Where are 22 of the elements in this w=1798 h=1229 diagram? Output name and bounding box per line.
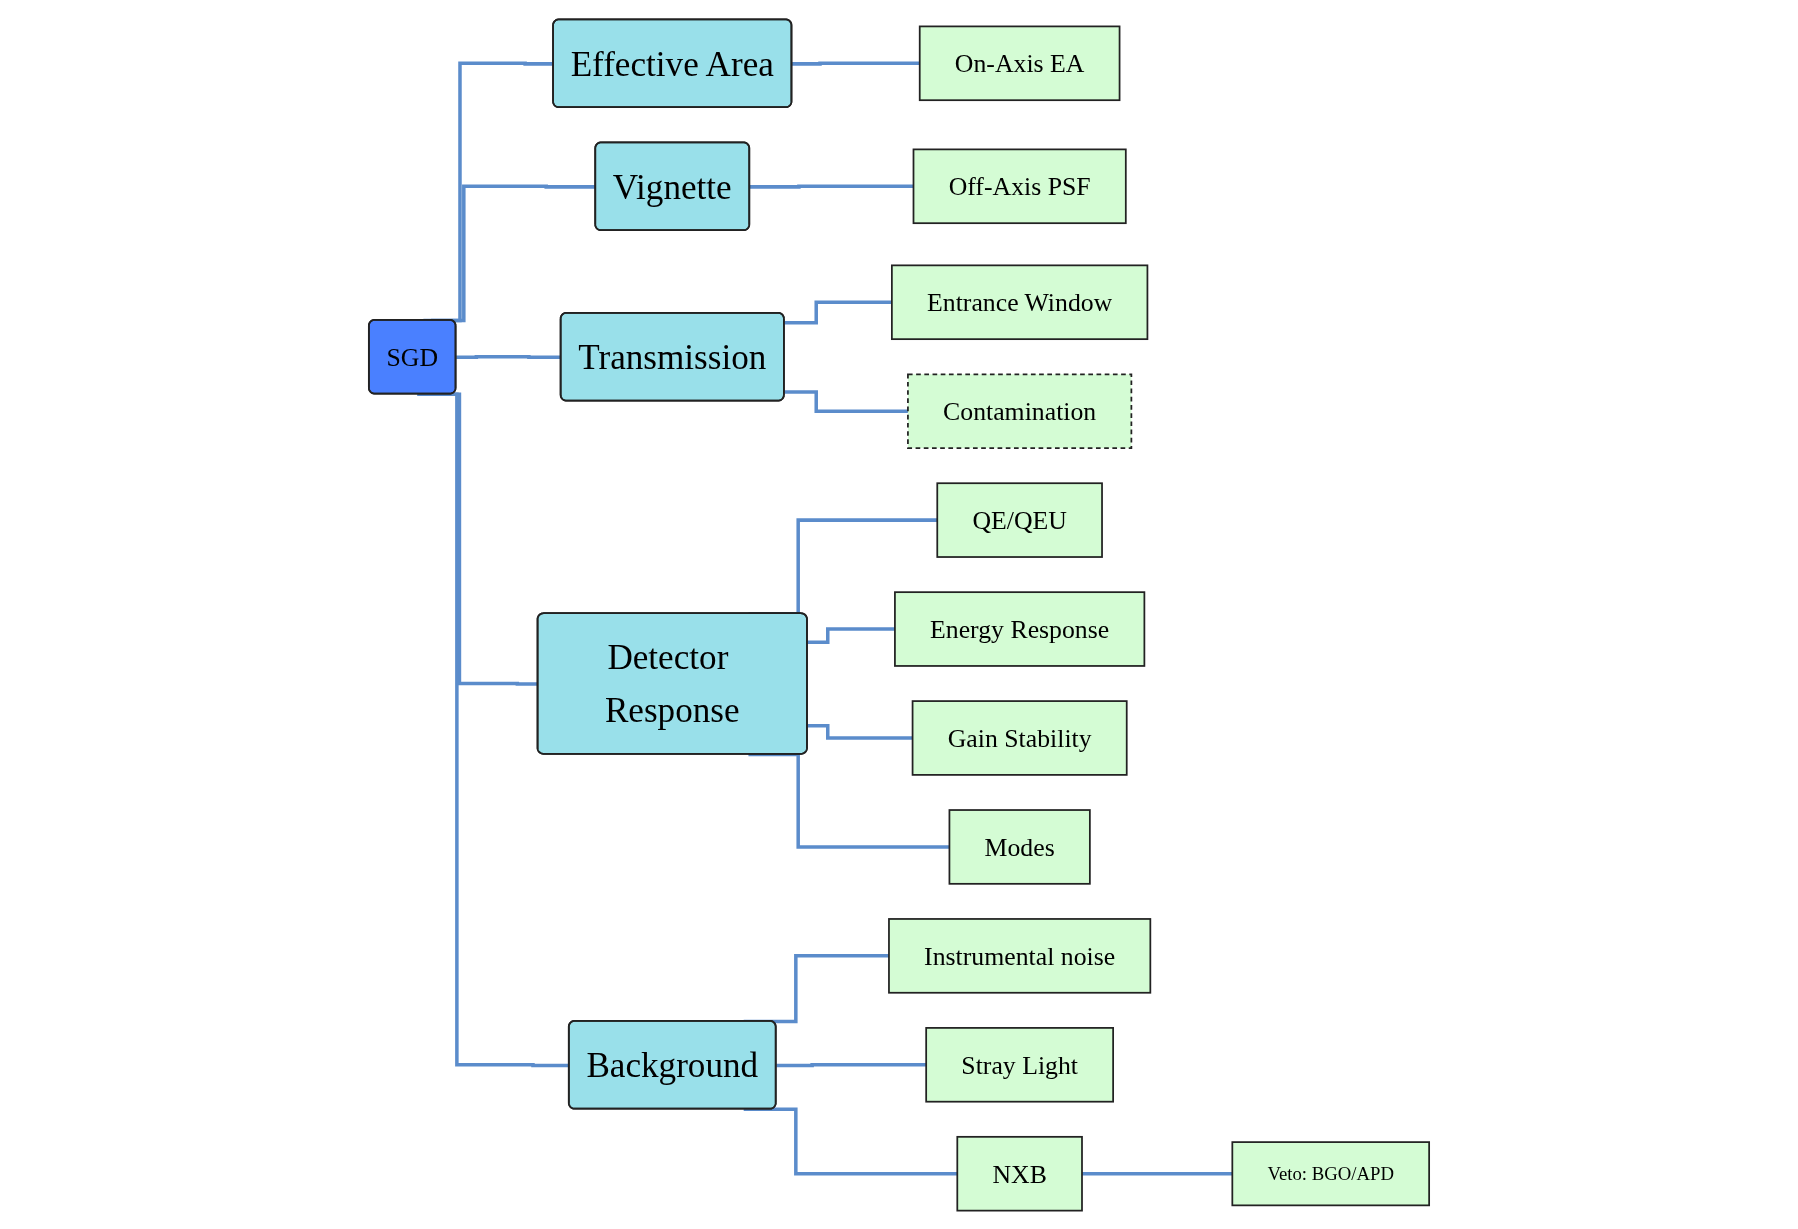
node-box: Off-Axis PSF	[912, 148, 1127, 224]
node-box: Gain Stability	[911, 699, 1128, 776]
node-box: QE/QEU	[936, 481, 1103, 558]
node-box: On-Axis EA	[918, 25, 1121, 101]
connector	[792, 61, 920, 66]
node-box: Entrance Window	[891, 263, 1149, 340]
connector	[784, 389, 908, 413]
connector	[748, 752, 950, 849]
connector	[1082, 1171, 1233, 1175]
node-box: Modes	[948, 808, 1091, 885]
node-box: Contamination	[907, 372, 1133, 449]
node-box: Instrumental noise	[888, 917, 1152, 994]
node-box: Stray Light	[925, 1026, 1114, 1103]
connector	[776, 1062, 927, 1067]
connector	[807, 626, 895, 644]
node-box: Veto: BGO/APD	[1231, 1140, 1430, 1206]
connector	[784, 300, 892, 324]
connector	[749, 184, 914, 189]
node-box: Energy Response	[894, 590, 1146, 667]
connector	[743, 1107, 958, 1175]
node-box: NXB	[956, 1135, 1083, 1211]
connector	[807, 723, 913, 740]
